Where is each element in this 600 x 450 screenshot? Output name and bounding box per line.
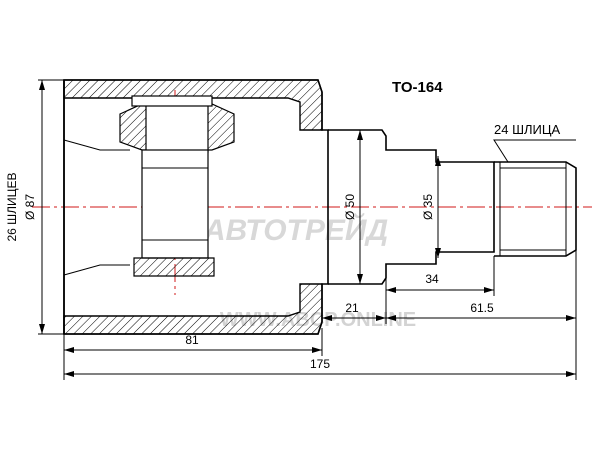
housing-diameter-label: Ø 87 — [23, 194, 37, 220]
part-number: TO-164 — [392, 79, 443, 96]
housing-length-label: 81 — [185, 333, 199, 347]
arrow-right — [566, 315, 576, 321]
arrow-down — [435, 248, 441, 258]
arrow-down — [357, 274, 363, 284]
arrow-right — [566, 371, 576, 377]
arrow-left — [322, 315, 332, 321]
inner-spline-label: 26 ШЛИЦЕВ — [5, 172, 19, 241]
arrow-up — [435, 156, 441, 166]
tripod-roller-top-core — [145, 99, 209, 153]
spline-leader-line — [493, 139, 576, 163]
stub-length-label: 34 — [425, 272, 439, 286]
arrow-left — [386, 315, 396, 321]
arrow-right — [484, 287, 494, 293]
arrow-right — [376, 315, 386, 321]
shaft-diameter-label: Ø 50 — [343, 194, 357, 220]
watermark-brand: АВТОТРЕЙД — [203, 212, 388, 247]
tripod-roller-bottom — [133, 257, 215, 277]
total-length-label: 175 — [310, 357, 330, 371]
arrow-left — [64, 347, 74, 353]
shoulder-length-label: 21 — [345, 301, 359, 315]
arrow-up — [39, 80, 45, 90]
housing-cavity-top — [63, 139, 130, 151]
arrow-left — [64, 371, 74, 377]
stub-diameter-label: Ø 35 — [421, 194, 435, 220]
arrow-down — [39, 324, 45, 334]
tripod-spider-body — [141, 149, 209, 259]
arrow-right — [312, 347, 322, 353]
outer-spline-label: 24 ШЛИЦА — [494, 122, 560, 137]
spline-stub-outline — [494, 161, 577, 257]
housing-cavity-bottom — [63, 264, 130, 276]
arrow-left — [386, 287, 396, 293]
tripod-roller-cap — [131, 95, 213, 107]
arrow-up — [357, 130, 363, 140]
shaft-length-label: 61.5 — [470, 301, 494, 315]
